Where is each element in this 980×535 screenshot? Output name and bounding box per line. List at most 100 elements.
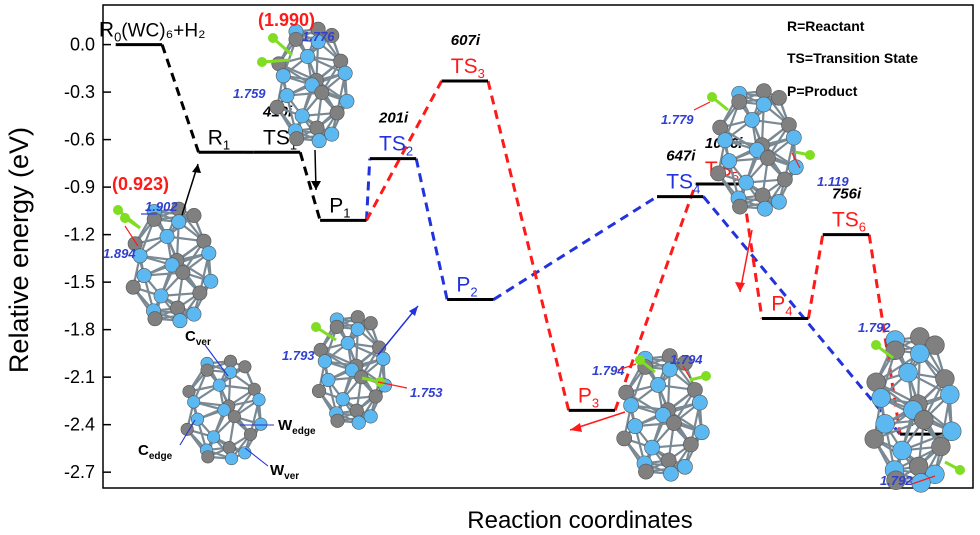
bond-label: 1.794 — [670, 352, 703, 367]
w-atom — [159, 229, 175, 244]
w-atom — [650, 377, 666, 393]
h-atom — [955, 465, 965, 475]
arrow-head-p4 — [735, 282, 745, 292]
c-atom — [777, 171, 793, 188]
c-atom — [243, 427, 258, 441]
w-atom — [339, 93, 355, 109]
w-atom — [910, 343, 930, 364]
c-atom — [616, 430, 633, 447]
c-atom — [200, 363, 214, 377]
w-atom — [201, 245, 217, 261]
c-atom — [311, 383, 327, 399]
c-atom — [330, 413, 345, 428]
state-label-R1: R1 — [208, 126, 230, 152]
w-atom — [871, 388, 891, 408]
bond-labels: 1.776 1.759 1.902 1.894 1.779 1.119 1.79… — [103, 29, 913, 488]
w-atom — [925, 464, 945, 484]
w-atom — [132, 248, 148, 264]
state-label-TS4: TS4 — [666, 171, 700, 197]
y-tick-label: -2.7 — [64, 462, 95, 482]
w-atom — [744, 112, 760, 128]
w-atom — [661, 361, 678, 378]
w-atom — [212, 378, 226, 392]
structure-p3 — [616, 348, 711, 482]
y-tick-label: -2.4 — [64, 415, 95, 435]
w-atom — [738, 174, 754, 191]
c-atom — [147, 311, 163, 327]
freq-label-TS3: 607i — [451, 32, 481, 49]
w-atom — [294, 108, 310, 124]
freq-label-TS2: 201i — [378, 110, 409, 127]
state-label-P3: P3 — [578, 384, 599, 410]
y-tick-label: -0.6 — [64, 130, 95, 150]
w-atom — [721, 153, 737, 169]
c-atom — [931, 436, 951, 457]
site-labels: Cver Cedge Wedge Wver — [138, 328, 316, 482]
w-atom — [942, 421, 962, 441]
c-atom — [368, 389, 383, 404]
state-label-TS3: TS3 — [451, 55, 485, 81]
c-atom — [125, 279, 141, 295]
c-atom — [329, 319, 344, 334]
w-atom — [655, 407, 671, 423]
bond-pointer — [124, 225, 139, 247]
c-atom — [914, 410, 934, 430]
site-label-wedge: Wedge — [278, 417, 316, 437]
w-atom — [300, 49, 316, 64]
bond-pointer — [682, 365, 691, 379]
w-atom — [321, 372, 336, 388]
h-atom — [871, 340, 881, 350]
w-atom — [203, 273, 219, 289]
bond-label: 1.793 — [282, 348, 315, 363]
w-atom — [187, 395, 201, 409]
structure-r1 — [113, 201, 219, 329]
c-atom — [146, 211, 162, 227]
c-atom — [222, 441, 236, 455]
w-atom — [279, 88, 295, 104]
arrow-r1 — [181, 163, 199, 216]
bond-label: 1.759 — [233, 86, 266, 101]
w-atom — [875, 414, 895, 434]
path-P1-TS3 — [365, 80, 443, 222]
site-label-cver: Cver — [185, 328, 211, 348]
c-atom — [755, 83, 772, 99]
w-atom — [892, 440, 912, 461]
y-tick-label: -0.3 — [64, 82, 95, 102]
w-atom — [207, 430, 221, 444]
y-tick-label: -0.9 — [64, 177, 95, 197]
w-atom — [275, 68, 291, 84]
structure-ts1 — [257, 21, 355, 149]
c-atom — [354, 370, 369, 385]
w-atom — [340, 335, 355, 351]
c-atom — [238, 360, 252, 374]
w-atom — [317, 354, 332, 369]
red-annotations: (0.923) (1.990) — [112, 10, 315, 194]
w-atom — [755, 96, 772, 113]
y-tick-label: 0.0 — [70, 35, 95, 55]
y-tick-label: -1.2 — [64, 225, 95, 245]
w-atom — [786, 129, 802, 146]
arrow-head-p2 — [409, 306, 418, 316]
c-atom — [864, 429, 884, 449]
w-atom — [749, 142, 765, 158]
w-atom — [771, 193, 787, 210]
c-atom — [227, 410, 241, 424]
state-label-R0: R0(WC)₆+H₂ — [99, 19, 206, 45]
c-atom — [660, 452, 677, 469]
c-atom — [683, 436, 699, 453]
w-atom — [627, 418, 643, 434]
legend-product: P=Product — [787, 83, 858, 99]
w-atom — [310, 34, 326, 50]
arrow-head-p1 — [311, 181, 321, 190]
w-atom — [153, 288, 169, 304]
y-tick-label: -2.1 — [64, 367, 95, 387]
site-pointers — [179, 344, 274, 467]
legend: R=Reactant TS=Transition State P=Product — [787, 18, 918, 99]
bond-label: 1.779 — [661, 112, 694, 127]
w-atom — [254, 417, 268, 431]
site-pointer — [244, 447, 269, 467]
c-atom — [666, 415, 682, 431]
c-atom — [350, 310, 365, 325]
bond-label: 1.792 — [858, 320, 891, 335]
